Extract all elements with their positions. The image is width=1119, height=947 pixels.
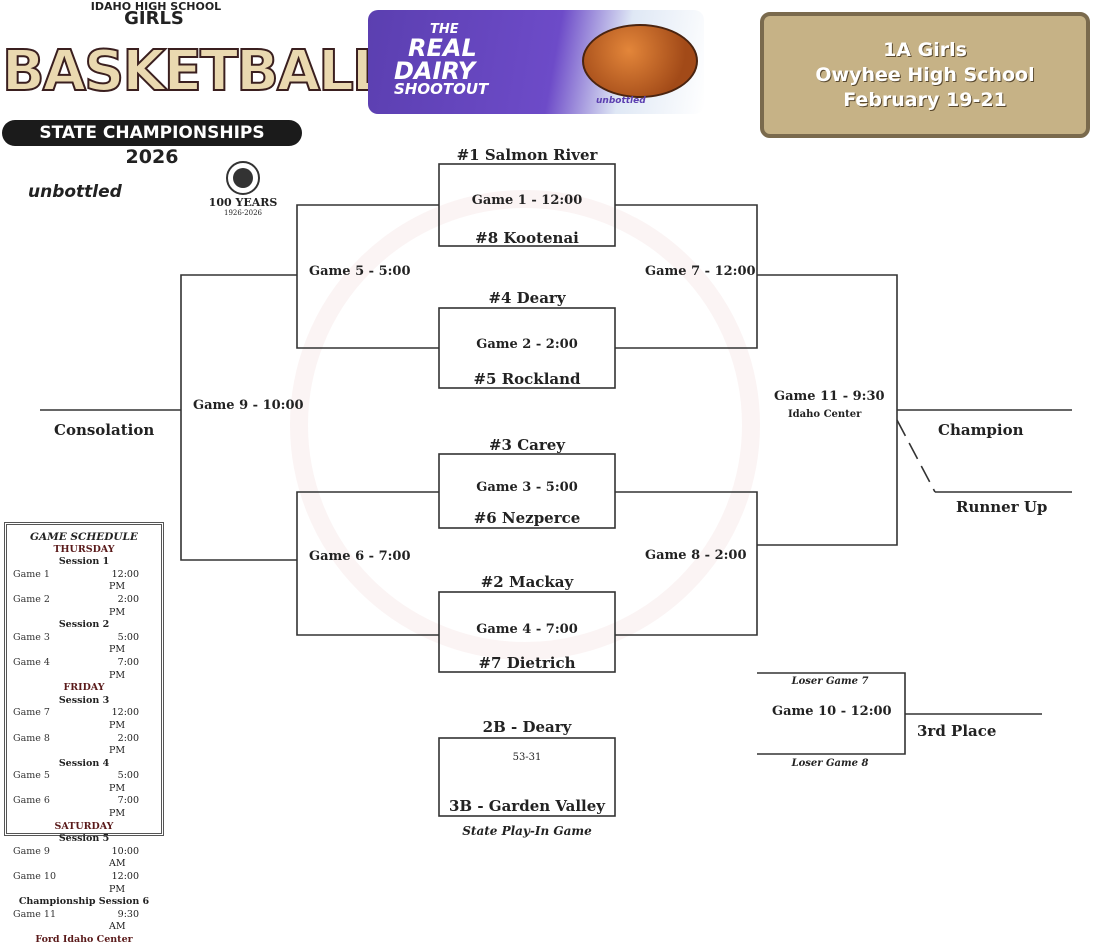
playin-caption: State Play-In Game bbox=[462, 824, 592, 838]
schedule-session: Session 5 bbox=[58, 833, 110, 845]
team-seed-1: #1 Salmon River bbox=[456, 146, 598, 164]
schedule-game: Game 9 bbox=[13, 845, 50, 857]
game-3-label: Game 3 - 5:00 bbox=[476, 480, 578, 495]
game-9-label: Game 9 - 10:00 bbox=[193, 398, 304, 413]
consolation-label: Consolation bbox=[54, 421, 155, 439]
schedule-day: THURSDAY bbox=[53, 543, 115, 555]
dairy-line1: THE bbox=[430, 22, 459, 37]
centennial-seal: 100 YEARS 1926-2026 bbox=[208, 160, 278, 220]
schedule-time: 9:30 AM bbox=[109, 908, 139, 933]
team-seed-4: #4 Deary bbox=[488, 289, 566, 307]
basketball-icon bbox=[582, 24, 698, 98]
dairy-line4: SHOOTOUT bbox=[394, 80, 489, 98]
real-dairy-shootout-logo: THE REAL DAIRY SHOOTOUT unbottled bbox=[368, 10, 704, 114]
game-11-venue: Idaho Center bbox=[788, 409, 862, 420]
schedule-time: 12:00 PM bbox=[109, 871, 139, 895]
schedule-row: Game 8 2:00 PM bbox=[13, 733, 155, 758]
schedule-game: Game 3 bbox=[13, 631, 50, 643]
team-seed-2: #2 Mackay bbox=[480, 573, 574, 591]
dairy-brand: unbottled bbox=[596, 96, 646, 106]
schedule-venue: Ford Idaho Center bbox=[35, 934, 133, 945]
game-8-label: Game 8 - 2:00 bbox=[645, 548, 747, 563]
schedule-time: 2:00 PM bbox=[109, 593, 139, 618]
schedule-session: Session 1 bbox=[58, 556, 110, 568]
schedule-time: 5:00 PM bbox=[109, 770, 139, 794]
schedule-row: Game 11 9:30 AM bbox=[13, 909, 155, 934]
schedule-game: Game 8 bbox=[13, 732, 50, 744]
schedule-time: 10:00 AM bbox=[109, 845, 139, 870]
schedule-game: Game 1 bbox=[13, 568, 50, 580]
game3-box bbox=[438, 453, 616, 529]
schedule-row: Game 1 12:00 PM bbox=[13, 569, 155, 594]
centennial-years: 1926-2026 bbox=[224, 209, 262, 217]
schedule-session: Session 4 bbox=[58, 757, 110, 769]
schedule-row: Game 4 7:00 PM bbox=[13, 657, 155, 682]
game-4-label: Game 4 - 7:00 bbox=[476, 622, 578, 637]
schedule-title: GAME SCHEDULE bbox=[30, 531, 138, 543]
banner-classification: 1A Girls bbox=[883, 38, 967, 61]
schedule-row: Game 6 7:00 PM bbox=[13, 795, 155, 820]
playin-score: 53-31 bbox=[512, 752, 542, 763]
schedule-session: Championship Session 6 bbox=[18, 896, 150, 908]
runner-up-label: Runner Up bbox=[956, 498, 1048, 516]
schedule-row: Game 10 12:00 PM bbox=[13, 871, 155, 896]
schedule-game: Game 10 bbox=[13, 871, 56, 883]
loser-game-7-label: Loser Game 7 bbox=[791, 676, 869, 687]
seal-icon bbox=[226, 161, 260, 195]
schedule-day: FRIDAY bbox=[63, 682, 105, 694]
game-1-label: Game 1 - 12:00 bbox=[471, 193, 583, 208]
schedule-row: Game 3 5:00 PM bbox=[13, 632, 155, 657]
logo-line1: IDAHO HIGH SCHOOL bbox=[90, 0, 222, 13]
schedule-game: Game 7 bbox=[13, 707, 50, 719]
schedule-session: Session 2 bbox=[58, 619, 110, 631]
third-place-label: 3rd Place bbox=[917, 722, 997, 740]
loser-game-8-label: Loser Game 8 bbox=[791, 758, 869, 769]
schedule-game: Game 11 bbox=[13, 908, 56, 920]
banner-dates: February 19-21 bbox=[843, 88, 1007, 111]
champion-label: Champion bbox=[938, 421, 1024, 439]
schedule-time: 12:00 PM bbox=[109, 707, 139, 731]
playin-bottom-team: 3B - Garden Valley bbox=[448, 797, 605, 815]
schedule-game: Game 6 bbox=[13, 795, 50, 807]
team-seed-7: #7 Dietrich bbox=[478, 654, 576, 672]
dairy-line3: DAIRY bbox=[394, 57, 476, 85]
logo-line5: 2026 bbox=[125, 146, 179, 168]
game-7-label: Game 7 - 12:00 bbox=[645, 264, 756, 279]
schedule-time: 7:00 PM bbox=[109, 656, 139, 681]
schedule-time: 5:00 PM bbox=[109, 631, 139, 656]
schedule-session: Session 3 bbox=[58, 694, 110, 706]
dairy-line2: REAL bbox=[408, 34, 477, 62]
schedule-game: Game 2 bbox=[13, 593, 50, 605]
playin-box bbox=[438, 737, 616, 817]
schedule-game: Game 5 bbox=[13, 770, 50, 782]
logo-line2: GIRLS bbox=[124, 8, 184, 29]
game-11-label: Game 11 - 9:30 bbox=[774, 389, 885, 404]
schedule-game: Game 4 bbox=[13, 656, 50, 668]
game-6-label: Game 6 - 7:00 bbox=[309, 549, 411, 564]
tournament-banner: 1A Girls Owyhee High School February 19-… bbox=[760, 12, 1090, 138]
schedule-row: Game 5 5:00 PM bbox=[13, 770, 155, 795]
schedule-row: Game 7 12:00 PM bbox=[13, 707, 155, 732]
schedule-row: Game 2 2:00 PM bbox=[13, 594, 155, 619]
schedule-time: 7:00 PM bbox=[109, 795, 139, 820]
team-seed-6: #6 Nezperce bbox=[473, 509, 581, 527]
game-10-label: Game 10 - 12:00 bbox=[772, 704, 892, 719]
bracket-lines bbox=[40, 163, 1072, 817]
banner-venue: Owyhee High School bbox=[815, 63, 1035, 86]
schedule-day: SATURDAY bbox=[54, 820, 114, 832]
team-seed-5: #5 Rockland bbox=[473, 370, 581, 388]
logo-line4: STATE CHAMPIONSHIPS bbox=[2, 120, 302, 146]
game4-box bbox=[438, 591, 616, 673]
schedule-time: 12:00 PM bbox=[109, 568, 139, 593]
schedule-time: 2:00 PM bbox=[109, 732, 139, 757]
schedule-row: Game 9 10:00 AM bbox=[13, 846, 155, 871]
unbottled-logo: unbottled bbox=[28, 182, 122, 202]
centennial-label: 100 YEARS bbox=[208, 196, 278, 209]
playin-top-team: 2B - Deary bbox=[482, 718, 572, 736]
game-5-label: Game 5 - 5:00 bbox=[309, 264, 411, 279]
game-2-label: Game 2 - 2:00 bbox=[476, 337, 578, 352]
team-seed-3: #3 Carey bbox=[488, 436, 566, 454]
team-seed-8: #8 Kootenai bbox=[475, 229, 579, 247]
